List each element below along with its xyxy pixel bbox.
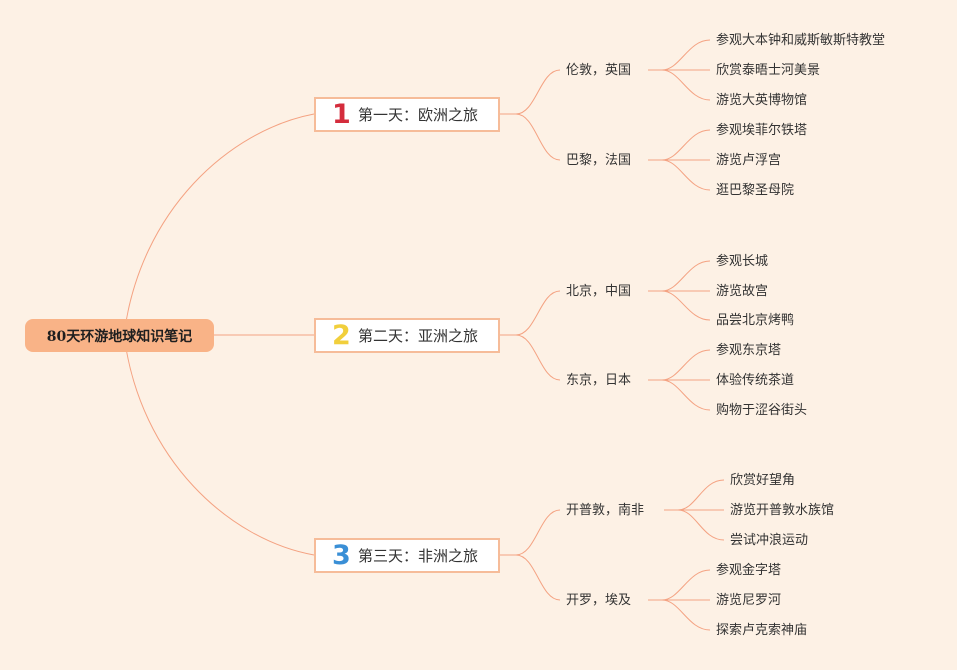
- day-3-node[interactable]: 3 第三天：非洲之旅: [314, 538, 500, 573]
- city-cairo[interactable]: 开罗，埃及: [566, 593, 632, 608]
- link-city-activity: [677, 509, 725, 541]
- activity-item[interactable]: 参观金字塔: [716, 563, 782, 578]
- activity-item[interactable]: 参观东京塔: [716, 343, 782, 358]
- day-1-node[interactable]: 1 第一天：欧洲之旅: [314, 97, 500, 132]
- city-tokyo[interactable]: 东京，日本: [566, 373, 632, 388]
- activity-item[interactable]: 游览开普敦水族馆: [730, 503, 835, 518]
- activity-item[interactable]: 参观长城: [716, 254, 769, 269]
- link-day-city: [515, 334, 561, 381]
- activity-item[interactable]: 游览大英博物馆: [716, 93, 808, 108]
- number-3-icon: 3: [332, 540, 351, 571]
- link-day-city: [515, 290, 561, 336]
- link-root-day-1: [123, 113, 315, 336]
- link-city-activity: [661, 69, 711, 101]
- city-cape-town[interactable]: 开普敦，南非: [566, 503, 645, 518]
- city-beijing[interactable]: 北京，中国: [566, 284, 632, 299]
- activity-item[interactable]: 探索卢克索神庙: [716, 623, 808, 638]
- root-topic-label: 80天环游地球知识笔记: [46, 328, 193, 345]
- activity-item[interactable]: 游览故宫: [716, 284, 769, 299]
- activity-item[interactable]: 游览卢浮宫: [716, 153, 782, 168]
- link-city-activity: [661, 379, 711, 411]
- link-city-activity: [661, 159, 711, 191]
- activity-item[interactable]: 参观埃菲尔铁塔: [716, 123, 808, 138]
- link-day-city: [515, 113, 561, 161]
- link-day-city: [515, 554, 561, 601]
- number-1-icon: 1: [332, 99, 351, 130]
- activity-item[interactable]: 品尝北京烤鸭: [716, 313, 795, 328]
- day-1-label: 第一天：欧洲之旅: [358, 106, 479, 124]
- activity-item[interactable]: 欣赏泰晤士河美景: [716, 63, 821, 78]
- city-paris[interactable]: 巴黎，法国: [566, 153, 632, 168]
- root-topic[interactable]: 80天环游地球知识笔记: [25, 319, 214, 352]
- link-city-activity: [661, 599, 711, 631]
- activity-item[interactable]: 体验传统茶道: [716, 373, 795, 388]
- link-city-activity: [661, 290, 711, 321]
- link-root-day-3: [123, 334, 315, 556]
- activity-item[interactable]: 逛巴黎圣母院: [716, 183, 795, 198]
- activity-item[interactable]: 购物于涩谷街头: [716, 403, 808, 418]
- link-city-activity: [661, 39, 711, 71]
- link-city-activity: [661, 129, 711, 161]
- city-london[interactable]: 伦敦，英国: [566, 63, 632, 78]
- link-city-activity: [661, 569, 711, 601]
- activity-item[interactable]: 欣赏好望角: [730, 473, 796, 488]
- link-day-city: [515, 69, 561, 115]
- day-2-label: 第二天：亚洲之旅: [358, 327, 479, 345]
- day-2-node[interactable]: 2 第二天：亚洲之旅: [314, 318, 500, 353]
- link-day-city: [515, 509, 561, 556]
- link-city-activity: [661, 349, 711, 381]
- link-city-activity: [677, 479, 725, 511]
- activity-item[interactable]: 游览尼罗河: [716, 593, 782, 608]
- number-2-icon: 2: [332, 320, 351, 351]
- activity-item[interactable]: 尝试冲浪运动: [730, 533, 809, 548]
- day-3-label: 第三天：非洲之旅: [358, 547, 479, 565]
- activity-item[interactable]: 参观大本钟和威斯敏斯特教堂: [716, 33, 886, 48]
- link-city-activity: [661, 260, 711, 292]
